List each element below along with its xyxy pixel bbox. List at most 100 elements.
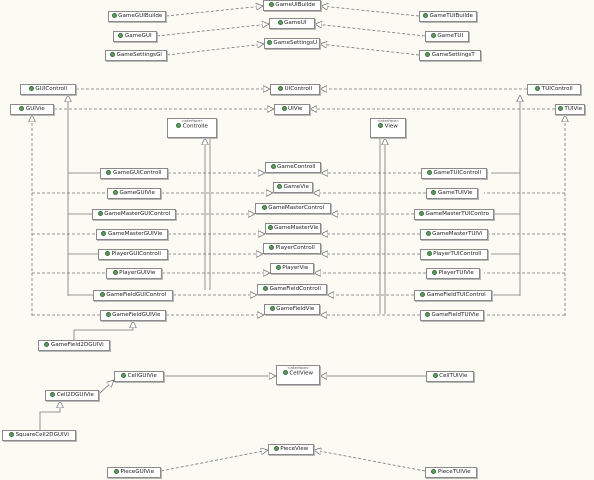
class-icon [105, 250, 111, 256]
class-icon [270, 163, 276, 169]
class-icon [19, 105, 25, 111]
class-game-controller[interactable]: GameControll [265, 162, 321, 173]
class-game-field-2d-gui-view[interactable]: GameField2DGUIVi [38, 340, 110, 351]
class-icon [99, 291, 105, 297]
class-game-master-tui-view[interactable]: GameMasterTUIVi [420, 229, 488, 240]
edge-settings-tui [320, 44, 420, 56]
class-icon [423, 12, 429, 18]
class-cell-gui-view[interactable]: CellGUIVie [114, 371, 164, 382]
class-icon [275, 264, 281, 270]
interface-controller[interactable]: «interface»Controlle [167, 118, 217, 138]
class-icon [431, 468, 437, 474]
class-game-tui-builder[interactable]: GameTUIBuilde [419, 11, 477, 22]
class-player-tui-view[interactable]: PlayerTUIVie [426, 268, 480, 279]
class-game-tui-controller[interactable]: GameTUIControll [421, 168, 487, 179]
class-game-field-gui-view[interactable]: GameFieldGUIVie [100, 310, 166, 321]
class-icon [28, 85, 34, 91]
class-icon [50, 391, 56, 397]
class-game-master-controller[interactable]: GameMasterControl [255, 203, 331, 214]
class-icon [277, 183, 283, 189]
class-icon [9, 431, 15, 437]
class-icon [273, 445, 279, 451]
interface-icon [282, 370, 288, 376]
interface-icon [176, 123, 182, 129]
class-icon [101, 230, 107, 236]
class-gui-controller[interactable]: GUIControll [20, 84, 76, 95]
edge-tui-ui [315, 24, 426, 37]
class-cell-2d-gui-view[interactable]: Cell2DGUIVie [45, 390, 99, 401]
class-icon [268, 1, 274, 7]
class-icon [113, 189, 119, 195]
class-icon [432, 269, 438, 275]
edge-piece-tui [314, 450, 426, 472]
class-icon [97, 210, 103, 216]
class-square-cell-2d-gui-view[interactable]: SquareCell2DGUIVi [2, 430, 76, 441]
class-piece-view[interactable]: PieceView [268, 444, 314, 455]
class-game-master-gui-controller[interactable]: GameMasterGUIControl [92, 209, 176, 220]
class-player-gui-view[interactable]: PlayerGUIVie [106, 268, 162, 279]
class-icon [121, 372, 127, 378]
class-gui-view[interactable]: GUIVie [10, 104, 54, 115]
class-game-master-gui-view[interactable]: GameMasterGUIVie [96, 229, 168, 240]
class-icon [432, 372, 438, 378]
class-icon [111, 12, 117, 18]
class-game-ui-builder[interactable]: GameUIBuilde [263, 0, 321, 11]
class-game-settings-ui[interactable]: GameSettingsU [264, 38, 320, 49]
class-icon [535, 85, 541, 91]
class-icon [277, 19, 283, 25]
interface-view[interactable]: «interface»View [370, 118, 406, 138]
class-player-view[interactable]: PlayerVie [270, 263, 314, 274]
class-icon [106, 169, 112, 175]
class-icon [118, 32, 124, 38]
class-game-gui-view[interactable]: GameGUIVie [107, 188, 161, 199]
class-icon [426, 250, 432, 256]
class-icon [105, 311, 111, 317]
class-game-gui[interactable]: GameGUI [113, 31, 157, 42]
class-game-view[interactable]: GameVie [273, 182, 313, 193]
class-piece-gui-view[interactable]: PieceGUIVie [107, 467, 161, 478]
class-game-gui-controller[interactable]: GameGUIControll [100, 168, 168, 179]
edge-piece-gui [160, 450, 268, 472]
edge-square-cell [39, 401, 60, 430]
class-game-ui[interactable]: GameUI [269, 18, 315, 29]
class-game-field-tui-view[interactable]: GameFieldTUIVie [420, 310, 484, 321]
class-player-gui-controller[interactable]: PlayerGUIControll [98, 249, 168, 260]
class-icon [425, 230, 431, 236]
interface-cell-view[interactable]: «interface»CellView [276, 365, 320, 385]
class-cell-tui-view[interactable]: CellTUIVie [426, 371, 474, 382]
class-game-tui-view[interactable]: GameTUIVie [426, 188, 478, 199]
class-piece-tui-view[interactable]: PieceTUIVie [425, 467, 477, 478]
class-icon [261, 204, 267, 210]
class-game-gui-builder[interactable]: GameGUIBuilde [108, 11, 166, 22]
class-icon [431, 189, 437, 195]
class-game-field-view[interactable]: GameFieldVie [264, 304, 320, 315]
class-icon [430, 32, 436, 38]
class-game-master-view[interactable]: GameMasterVie [265, 223, 321, 234]
class-game-tui[interactable]: GameTUI [425, 31, 469, 42]
class-icon [269, 244, 275, 250]
class-player-tui-controller[interactable]: PlayerTUIControll [420, 249, 488, 260]
class-icon [110, 51, 115, 57]
class-icon [263, 285, 269, 291]
class-game-field-tui-controller[interactable]: GameFieldTUIControl [414, 290, 492, 301]
class-ui-controller[interactable]: UIControll [270, 84, 320, 95]
class-icon [281, 105, 287, 111]
class-ui-view[interactable]: UIVie [274, 104, 310, 115]
edge-gui-builder-ui-builder [165, 6, 263, 17]
class-game-settings-tui[interactable]: GameSettingsT [419, 50, 481, 61]
edge-field-2d-gui-view [73, 321, 133, 340]
class-tui-view[interactable]: TUIVie [555, 104, 585, 115]
class-game-field-gui-controller[interactable]: GameFieldGUIControl [93, 290, 173, 301]
class-game-field-controller[interactable]: GameFieldControll [257, 284, 327, 295]
class-icon [112, 269, 118, 275]
edge-gui-ui [156, 24, 269, 37]
class-tui-controller[interactable]: TUIControll [527, 84, 581, 95]
edge-tui-builder-ui-builder [321, 6, 420, 17]
class-game-master-tui-controller[interactable]: GameMasterTUIContro [414, 209, 494, 220]
class-icon [266, 39, 272, 45]
class-game-settings-gui[interactable]: GameSettingsGl [105, 50, 167, 61]
class-player-controller[interactable]: PlayerControll [263, 243, 321, 254]
class-icon [418, 210, 424, 216]
